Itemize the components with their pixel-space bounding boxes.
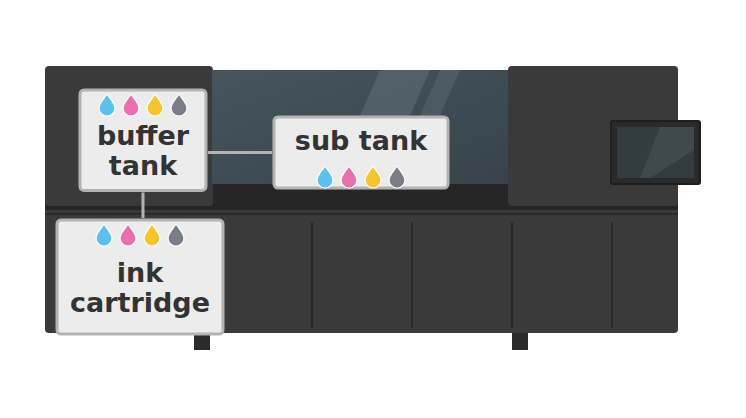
tank-outline: [274, 117, 448, 188]
ink-drops: [317, 166, 405, 188]
printer-left-block: [45, 66, 213, 206]
tank-label: buffer tank: [86, 121, 200, 181]
ink-drop: [120, 224, 136, 246]
ink-drop: [168, 224, 184, 246]
ink-line: [208, 151, 272, 154]
ink-drops: [99, 94, 187, 116]
printer-base: [45, 205, 678, 333]
tank-box: buffer tank: [78, 88, 208, 192]
ink-drop: [144, 224, 160, 246]
ink-drop: [317, 166, 333, 188]
control-screen: [611, 121, 700, 184]
ink-drop: [171, 94, 187, 116]
tank-label: sub tank: [280, 126, 442, 156]
ink-drop: [99, 94, 115, 116]
ink-drop: [123, 94, 139, 116]
screen-reflection: [640, 127, 694, 178]
screen-glass: [617, 127, 694, 178]
ink-drop: [389, 166, 405, 188]
ink-drop: [365, 166, 381, 188]
tank-label: ink cartridge: [63, 258, 217, 318]
ink-drop: [341, 166, 357, 188]
tank-box: ink cartridge: [55, 218, 225, 336]
tank-box: sub tank: [272, 115, 450, 190]
ink-drop: [96, 224, 112, 246]
ink-line: [142, 192, 145, 218]
ink-drops: [96, 224, 184, 246]
ink-drop: [147, 94, 163, 116]
tank-outline: [80, 90, 206, 190]
tank-outline: [57, 220, 223, 334]
